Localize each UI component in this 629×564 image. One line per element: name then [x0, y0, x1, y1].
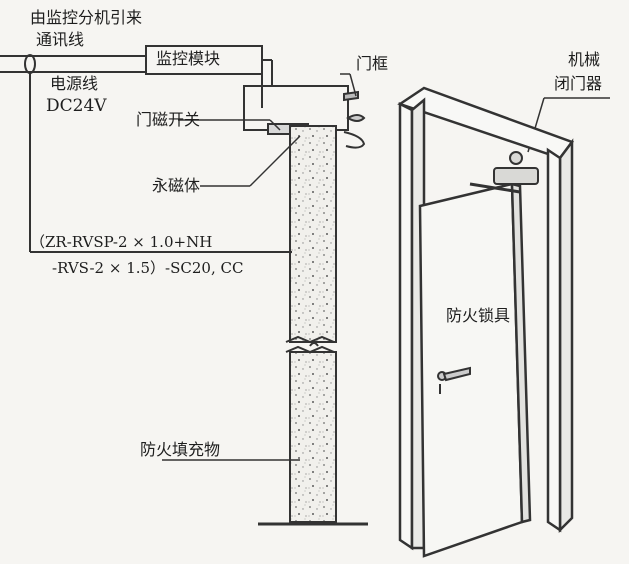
- door-frame: [397, 86, 575, 551]
- module-wiring: [261, 59, 273, 108]
- door-leaf: [418, 182, 532, 558]
- monitor-module-label: 监控模块: [156, 49, 221, 68]
- leader-lines: [162, 73, 610, 461]
- conduit-lines: [0, 54, 146, 253]
- source-label-line2: 通讯线: [36, 30, 85, 49]
- door-closer: [469, 151, 539, 194]
- wall-section-lower: [289, 351, 337, 523]
- fire-filler-label: 防火填充物: [140, 440, 221, 459]
- door-contact-label: 门磁开关: [136, 110, 201, 129]
- monitor-module-box: [145, 45, 263, 75]
- fire-lock-label: 防火锁具: [446, 306, 511, 325]
- cable-spec-line1: （ZR-RVSP-2 × 1.0+NH: [30, 233, 213, 251]
- source-label-line1: 由监控分机引来: [30, 8, 143, 27]
- door-closer-label-line2: 闭门器: [554, 74, 603, 93]
- door-frame-label: 门框: [356, 54, 389, 73]
- door-closer-label-line1: 机械: [568, 50, 601, 69]
- power-voltage-label: DC24V: [46, 96, 107, 116]
- magnet-label: 永磁体: [152, 176, 201, 195]
- wall-section-upper: [289, 125, 337, 343]
- power-line-label: 电源线: [50, 74, 99, 93]
- fire-lock-handle: [437, 366, 471, 394]
- cable-spec-line2: -RVS-2 × 1.5）-SC20, CC: [52, 259, 244, 277]
